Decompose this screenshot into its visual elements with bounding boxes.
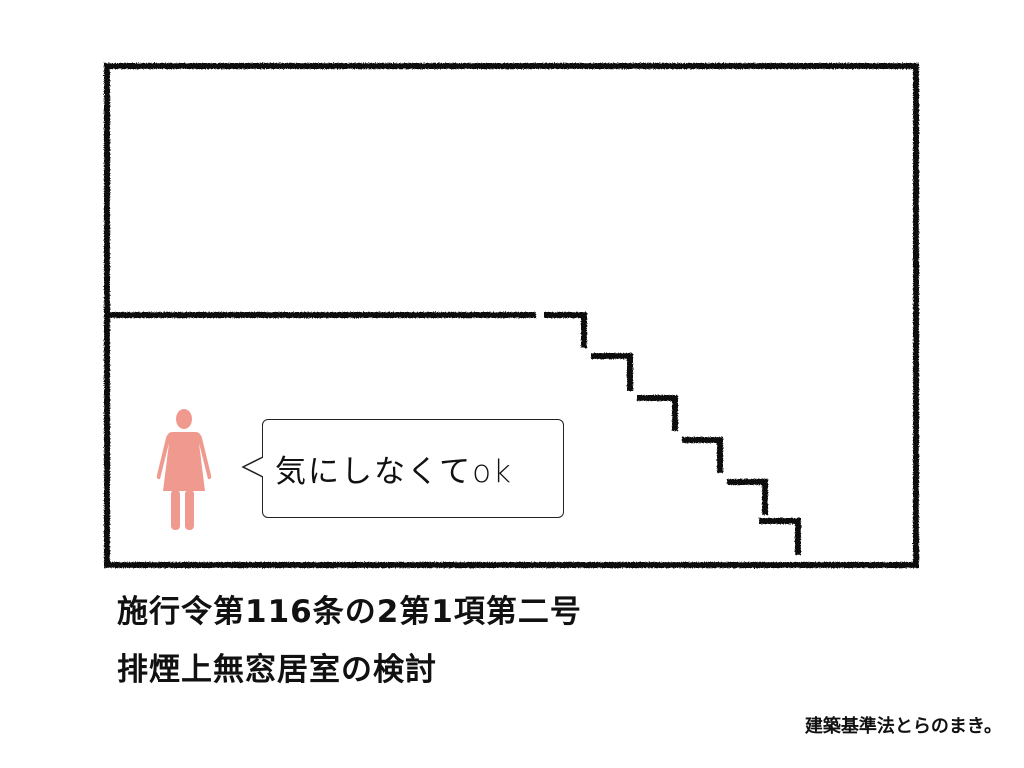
staircase [544,312,801,555]
bubble-tail [241,456,264,478]
person-icon [156,409,212,530]
title-subject: 排煙上無窓居室の検討 [117,652,437,688]
title-article: 施行令第116条の2第1項第二号 [117,594,582,630]
credit-text: 建築基準法とらのまき。 [804,716,1002,737]
speech-bubble: 気にしなくてok [262,419,564,518]
speech-bubble-text: 気にしなくてok [275,454,513,490]
